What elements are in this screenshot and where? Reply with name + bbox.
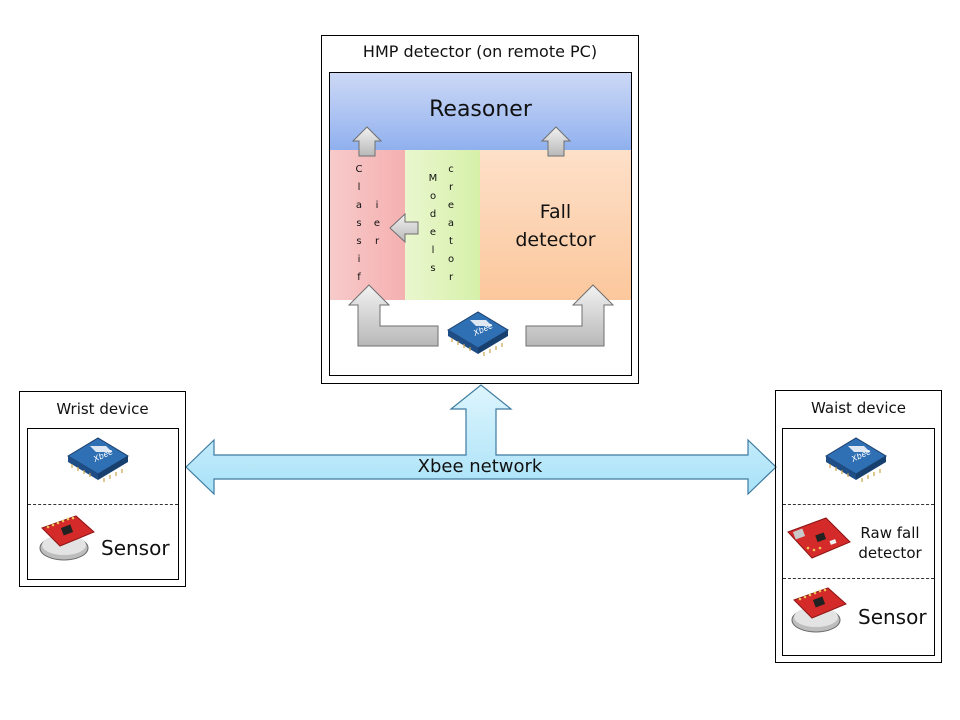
models-letter: o — [447, 254, 455, 265]
gray-arrow-xbee-to-fall-detector — [525, 284, 615, 347]
reasoner-label: Reasoner — [429, 97, 532, 122]
waist-sensor-label: Sensor — [858, 605, 927, 629]
models-letter: s — [430, 263, 436, 274]
hmp-detector-title: HMP detector (on remote PC) — [362, 42, 598, 61]
models-label-col2: c r e a t o r — [445, 161, 457, 287]
gray-arrow-classifier-to-reasoner — [351, 126, 383, 157]
fall-detector-label: Fall detector — [480, 198, 631, 254]
classifier-label-col2: i e r — [371, 197, 383, 251]
xbee-module-icon — [447, 311, 509, 357]
classifier-letter: s — [356, 218, 362, 229]
models-letter: c — [448, 164, 454, 175]
models-letter: a — [447, 218, 455, 229]
hmp-detector-box — [321, 35, 639, 384]
classifier-letter: C — [355, 164, 363, 175]
fall-detector-line1: Fall — [539, 201, 572, 223]
wrist-sensor-label: Sensor — [101, 536, 170, 560]
models-letter: e — [429, 227, 437, 238]
gray-arrow-xbee-to-classifier — [347, 284, 439, 347]
gray-arrow-fall-to-reasoner — [540, 126, 572, 157]
xbee-network-arrow — [185, 384, 777, 496]
raw-fall-detector-label: Raw fall detector — [850, 523, 930, 563]
fall-detector-block — [480, 150, 631, 300]
models-letter: l — [431, 245, 435, 256]
gray-arrow-models-to-classifier — [389, 212, 419, 244]
models-letter: r — [448, 182, 454, 193]
classifier-label-col1: C l a s s i f — [353, 161, 365, 287]
classifier-letter: a — [355, 200, 363, 211]
xbee-network-label: Xbee network — [417, 456, 543, 477]
divider — [783, 504, 934, 505]
classifier-letter: e — [373, 218, 381, 229]
classifier-letter: r — [374, 236, 380, 247]
wrist-device-title: Wrist device — [56, 400, 149, 418]
wrist-device-box — [19, 391, 186, 587]
waist-device-inner — [782, 428, 935, 656]
models-letter: t — [449, 236, 453, 247]
raw-fall-detector-line2: detector — [858, 544, 922, 562]
classifier-letter: i — [357, 254, 361, 265]
reasoner-block — [330, 73, 631, 151]
waist-device-title: Waist device — [811, 399, 906, 417]
classifier-letter: s — [356, 236, 362, 247]
models-letter: r — [448, 272, 454, 283]
divider — [28, 504, 178, 505]
classifier-letter: l — [357, 182, 361, 193]
raw-fall-detector-line1: Raw fall — [860, 524, 920, 542]
fall-detector-line2: detector — [515, 229, 596, 251]
classifier-letter: f — [357, 272, 361, 283]
models-letter: e — [447, 200, 455, 211]
models-letter: M — [428, 173, 438, 184]
wrist-device-inner — [27, 428, 179, 580]
models-label-col1: M o d e l s — [427, 170, 439, 278]
classifier-letter: i — [375, 200, 379, 211]
models-letter: d — [429, 209, 437, 220]
models-letter: o — [429, 191, 437, 202]
divider — [783, 578, 934, 579]
waist-device-box — [775, 390, 942, 663]
